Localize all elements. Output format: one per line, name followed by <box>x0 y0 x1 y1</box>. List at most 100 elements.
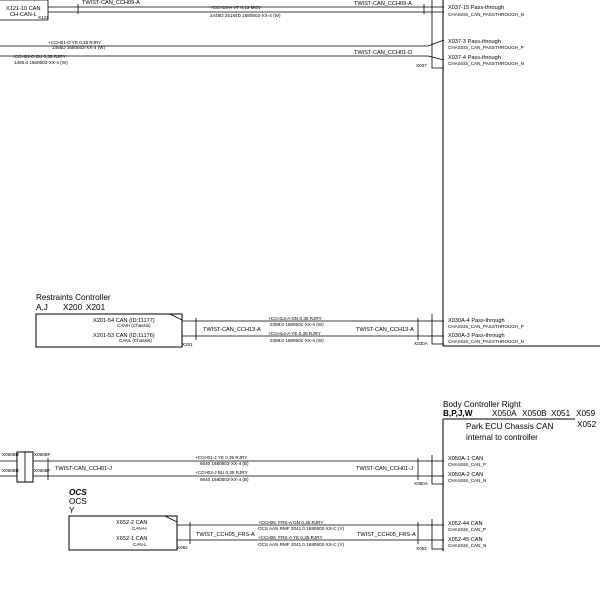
twist-label-right: TWIST-CAN_CCH09-A <box>354 1 412 7</box>
wire-spec: +CCH10-A VT 0,13 MOV <box>210 5 262 10</box>
twist-label-left: TWIST-CAN_CCH01-J <box>55 466 112 472</box>
right-connector-bracket <box>431 0 444 69</box>
component-subtitle: OCS <box>69 497 87 506</box>
left-connector-pin-label: X121-10 CAN <box>6 6 41 12</box>
restraints-controller: Restraints Controller A,J X200 X201 X201… <box>35 293 524 348</box>
connector-bracket <box>164 515 178 548</box>
right-connector-bracket <box>431 314 444 345</box>
wire-spec: +CCH13-A GN 0,35 RJRY <box>268 316 322 321</box>
wire-spec-detail: 2359.0 1680501-XX-4 (W) <box>270 338 324 343</box>
component-codes: A,J <box>36 303 48 312</box>
ocs-component: OCS OCS Y X652-2 CAN CAN-H X652-1 CAN CA… <box>68 488 444 551</box>
pin-signal: CHASSIS_CAN_PASSTHROUGH_P <box>448 324 524 329</box>
pin-signal: CANH (Chassis) <box>117 323 151 328</box>
top-section: X121-10 CAN CH-CAN-L X121 TWIST-CAN_CCH0… <box>0 0 600 347</box>
right-connector-id: X037 <box>416 63 427 68</box>
left-connector-box-top <box>0 0 49 21</box>
body-controller-right: Body Controller Right B,P,J,W X050A X050… <box>414 400 597 551</box>
pin-signal: CHASSIS_CAN_N <box>448 478 486 483</box>
pin-label: X050A-1 CAN <box>448 456 483 462</box>
wire-spec-detail: OCS AAN RMF 2041.0 1680502-XX-C (Y) <box>258 526 345 531</box>
twist-label-right: TWIST-CAN_CCH01-D <box>354 50 412 56</box>
pin-label: X037-3 Pass-through <box>448 39 501 45</box>
pin-signal: CHASSIS_CAN_PASSTHROUGH_N <box>448 12 524 17</box>
twist-label-right: TWIST-CAN_CCH01-J <box>356 466 413 472</box>
component-code: Y <box>69 506 75 515</box>
pin-signal: CHASSIS_CAN_PASSTHROUGH_P <box>448 45 524 50</box>
connector-name: X200 <box>63 303 83 312</box>
left-connector-pin-signal: CH-CAN-L <box>10 12 37 18</box>
connector-bracket <box>431 455 444 485</box>
pin-signal: CAN-L <box>133 542 147 547</box>
pin-signal: CANL (Chassis) <box>119 338 152 343</box>
connector-id: X060BF <box>34 452 51 457</box>
pin-signal: CHASSIS_CAN_P <box>448 462 486 467</box>
connector-id: X060BB <box>2 468 19 473</box>
wire-spec-detail: 2445D 25164D 1680502-XX-4 (W) <box>210 13 281 18</box>
wire-spec-detail: 6640 1680503-XX-4 (B) <box>200 477 249 482</box>
pin-label: X050A-2 CAN <box>448 472 483 478</box>
connector-id: X052 <box>416 546 427 551</box>
pin-label: X037-4 Pass-through <box>448 55 501 61</box>
component-box <box>68 515 178 551</box>
connector-name: X052 <box>577 420 597 429</box>
wire-spec: +CCH02-D BU 0,35 RJRY <box>12 54 66 59</box>
wire-spec-detail: OCS AAN RMF 2041.0 1680502-XX-C (Y) <box>258 542 345 547</box>
connector-name: X051 <box>551 409 571 418</box>
wire-spec: +CCH05_FRS-A GN 0,35 RJRY <box>258 520 323 525</box>
wire-spec: +CCH14-A YE 0,35 RJRY <box>268 331 321 336</box>
wire-d2-bend <box>427 55 445 61</box>
connector-bracket <box>431 519 444 550</box>
pin-label: X030A-3 Pass-through <box>448 333 505 339</box>
pin-label: X201-54 CAN (ID:11177) <box>93 318 155 324</box>
wire-spec-detail: 1465D 1680503-XX-4 (W) <box>52 45 106 50</box>
pin-signal: CHASSIS_CAN_PASSTHROUGH_N <box>448 339 524 344</box>
connector-name: X050B <box>522 409 547 418</box>
inner-label: internal to controller <box>466 433 538 442</box>
pin-signal: CHASSIS_CAN_PASSTHROUGH_N <box>448 61 524 66</box>
component-title: Restraints Controller <box>36 293 111 302</box>
twist-label-right: TWIST-CAN_CCH13-A <box>356 327 414 333</box>
wire-spec-detail: 6640 1680503-XX-4 (B) <box>200 461 249 466</box>
bottom-left-link: X060BB X060BF X060BB X060BF TWIST-CAN_CC… <box>0 451 444 483</box>
component-title: Body Controller Right <box>443 400 522 409</box>
wire-spec: +CCH01-D YE 0,35 RJRY <box>48 40 101 45</box>
component-title: OCS <box>69 488 87 497</box>
pin-label: X201-53 CAN (ID:11176) <box>93 333 155 339</box>
pin-signal: CHASSIS_CAN_P <box>448 527 486 532</box>
pin-signal: CAN-H <box>132 526 147 531</box>
connector-id: X060BB <box>2 452 19 457</box>
component-codes: B,P,J,W <box>443 409 473 418</box>
twist-label-right: TWIST_CCH05_FRS-A <box>357 532 416 538</box>
connector-id: X201 <box>182 342 193 347</box>
left-connector-id: X121 <box>38 15 49 20</box>
pin-label: X052-44 CAN <box>448 521 483 527</box>
twist-label-left: TWIST-CAN_CCH13-A <box>203 327 261 333</box>
right-controller-box <box>442 0 600 347</box>
pin-label: X052-45 CAN <box>448 537 483 543</box>
wire-spec: +CCH02-J BU 0,35 RJRY <box>195 470 248 475</box>
pin-label: X652-2 CAN <box>116 520 147 526</box>
component-box <box>442 418 575 551</box>
right-connector-id: X030A <box>414 341 429 346</box>
connector-name: X201 <box>86 303 106 312</box>
wire-spec: +CCH06_FRS-A YE 0,35 RJRY <box>258 535 323 540</box>
connector-name: X059 <box>576 409 596 418</box>
wire-spec-detail: 1465.0 1680503-XX-4 (W) <box>14 60 68 65</box>
pin-label: X652-1 CAN <box>116 536 147 542</box>
twist-label-left: TWIST-CAN_CCH09-A <box>82 0 140 6</box>
wire-spec-detail: 2359.0 1680501-XX-4 (W) <box>270 322 324 327</box>
pin-label: X037-15 Pass-through <box>448 5 504 11</box>
wire-d1-bend <box>427 39 445 47</box>
pin-signal: CHASSIS_CAN_N <box>448 543 486 548</box>
component-box <box>35 313 183 348</box>
connector-id: X060BF <box>34 468 51 473</box>
inner-label: Park ECU Chassis CAN <box>466 422 553 431</box>
twist-label-left: TWIST_CCH05_FRS-A <box>196 532 255 538</box>
connector-id: X050A <box>414 481 429 486</box>
wire-spec: +CCH01-J YE 0,35 RJRY <box>195 455 247 460</box>
connector-id: X652 <box>177 545 188 550</box>
pin-label: X030A-4 Pass-through <box>448 318 505 324</box>
connector-name: X050A <box>492 409 517 418</box>
